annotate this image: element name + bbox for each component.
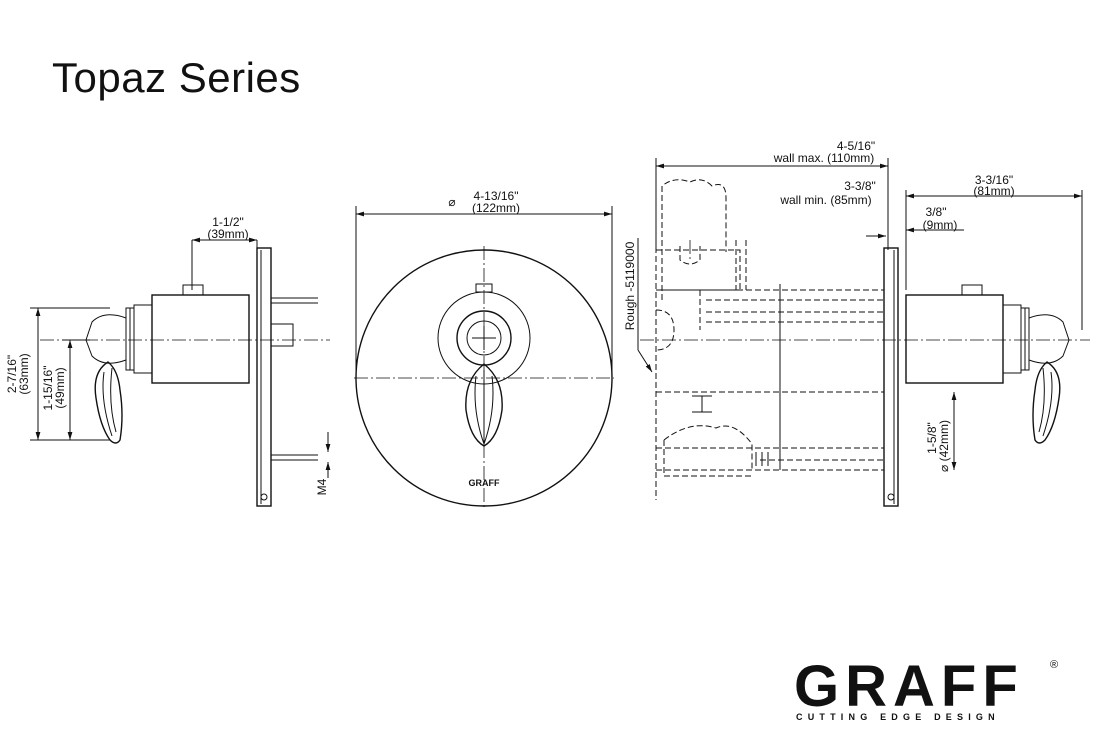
dim-right-depth-mm: (81mm)	[973, 184, 1014, 198]
dim-rough-diameter-mm: ⌀ (42mm)	[937, 420, 951, 472]
section-view-right: Rough -5119000 4-5/16" wall max. (110mm)…	[623, 139, 1090, 507]
dim-side-lower-height-mm: (49mm)	[53, 367, 67, 408]
front-plate-mark: GRAFF	[469, 478, 500, 488]
dim-rough-diameter: 1-5/8"	[925, 422, 939, 454]
logo-registered-mark: ®	[1050, 659, 1058, 671]
page-title: Topaz Series	[52, 54, 301, 101]
rough-label: Rough -5119000	[623, 241, 637, 330]
dim-thread: M4	[315, 478, 329, 495]
dim-wall-min: 3-3/8"	[844, 179, 876, 193]
dim-plate-thickness: 3/8"	[926, 205, 947, 219]
dim-side-lower-height: 1-15/16"	[41, 366, 55, 411]
side-wall-plate	[256, 247, 272, 507]
dim-front-diameter-mm: (122mm)	[472, 201, 520, 215]
section-wall-plate	[883, 247, 899, 507]
dim-side-total-height: 2-7/16"	[5, 355, 19, 393]
dim-side-top-width-mm: (39mm)	[207, 227, 248, 241]
dim-wall-min-label: wall min. (85mm)	[779, 193, 871, 207]
dim-front-diameter-symbol: ⌀	[448, 195, 455, 209]
dim-front-diameter: 4-13/16"	[474, 189, 519, 203]
logo-wordmark: GRAFF	[794, 654, 1024, 719]
graff-logo: GRAFF ® CUTTING EDGE DESIGN	[794, 654, 1058, 722]
dim-side-top-width: 1-1/2"	[212, 215, 244, 229]
side-lever-handle	[94, 361, 123, 444]
front-view: GRAFF ⌀ 4-13/16" (122mm)	[354, 189, 614, 510]
side-view-left: 1-1/2" (39mm) 2-7/16" (63mm) 1-15/16" (4…	[5, 215, 331, 507]
logo-tagline: CUTTING EDGE DESIGN	[796, 712, 1000, 722]
dim-plate-thickness-mm: (9mm)	[923, 218, 958, 232]
dim-right-depth: 3-3/16"	[975, 173, 1013, 187]
section-valve-body	[905, 294, 1004, 384]
side-valve-body	[151, 294, 250, 384]
section-lever-handle	[1032, 361, 1061, 444]
dim-side-total-height-mm: (63mm)	[17, 353, 31, 394]
dim-wall-max-label: wall max. (110mm)	[773, 151, 874, 165]
dim-wall-max: 4-5/16"	[837, 139, 875, 153]
